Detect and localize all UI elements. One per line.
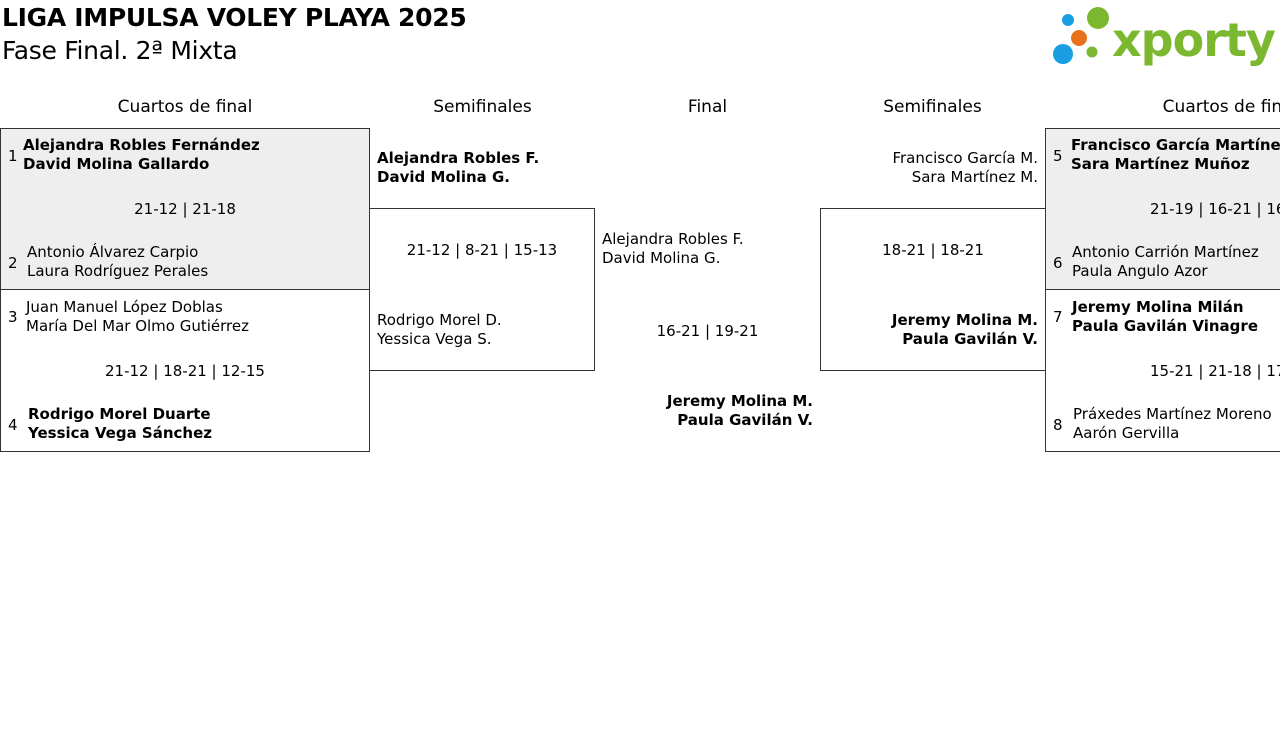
match-score: 21-12 | 8-21 | 15-13 (406, 241, 558, 259)
logo-dot-orange-icon (1071, 30, 1087, 46)
logo-wordmark: xporty (1112, 13, 1276, 67)
match-score: 21-12 | 18-21 | 12-15 (105, 362, 265, 380)
match-score: 21-12 | 21-18 (134, 200, 236, 218)
page-subtitle: Fase Final. 2ª Mixta (2, 36, 238, 65)
logo-dot-blue-small-icon (1062, 14, 1074, 26)
round-header-right-semis: Semifinales (883, 97, 982, 117)
seed-number: 3 (8, 308, 18, 326)
round-header-final: Final (687, 97, 728, 117)
match-semifinal-left[interactable] (369, 208, 595, 371)
logo-dot-green-large-icon (1087, 7, 1109, 29)
seed-number: 2 (8, 254, 18, 272)
team-player: Antonio Álvarez Carpio (27, 243, 199, 261)
page-title: LIGA IMPULSA VOLEY PLAYA 2025 (2, 3, 467, 32)
seed-number: 5 (1053, 147, 1063, 165)
team-player: David Molina G. (602, 249, 721, 267)
team-player: Jeremy Molina M. (891, 311, 1038, 329)
team-player: Práxedes Martínez Moreno (1073, 405, 1272, 423)
round-header-right-quarters: Cuartos de final (1162, 97, 1280, 117)
team-player: Rodrigo Morel Duarte (28, 405, 211, 423)
team-player: Juan Manuel López Doblas (26, 298, 223, 316)
team-player: Antonio Carrión Martínez (1072, 243, 1259, 261)
match-score: 18-21 | 18-21 (882, 241, 984, 259)
team-player: Alejandra Robles F. (377, 149, 540, 167)
match-quarter-1[interactable] (0, 128, 370, 290)
match-quarter-3[interactable] (1045, 128, 1280, 290)
team-player: Yessica Vega S. (377, 330, 492, 348)
team-player: David Molina G. (377, 168, 511, 186)
seed-number: 8 (1053, 416, 1063, 434)
logo-dot-blue-large-icon (1053, 44, 1073, 64)
team-player: Paula Gavilán Vinagre (1072, 317, 1258, 335)
seed-number: 6 (1053, 254, 1063, 272)
seed-number: 7 (1053, 308, 1063, 326)
team-player: Francisco García M. (892, 149, 1038, 167)
team-player: Alejandra Robles Fernández (23, 136, 260, 154)
logo-dot-green-small-icon (1086, 46, 1098, 58)
champion-player: Jeremy Molina M. (666, 392, 813, 410)
team-player: Sara Martínez Muñoz (1071, 155, 1250, 173)
seed-number: 4 (8, 416, 18, 434)
xporty-logo: xporty (1050, 4, 1277, 68)
champion-player: Paula Gavilán V. (677, 411, 813, 429)
team-player: Jeremy Molina Milán (1072, 298, 1244, 316)
team-player: Paula Gavilán V. (902, 330, 1038, 348)
match-score: 21-19 | 16-21 | 16-14 (1150, 200, 1280, 218)
round-header-left-semis: Semifinales (433, 97, 532, 117)
round-header-left-quarters: Cuartos de final (117, 97, 253, 117)
team-player: Yessica Vega Sánchez (28, 424, 213, 442)
team-player: Francisco García Martínez (1071, 136, 1280, 154)
team-player: Alejandra Robles F. (602, 230, 744, 248)
match-score-final: 16-21 | 19-21 (656, 322, 759, 340)
team-player: María Del Mar Olmo Gutiérrez (26, 317, 249, 335)
team-player: David Molina Gallardo (23, 155, 210, 173)
team-player: Paula Angulo Azor (1072, 262, 1208, 280)
team-player: Rodrigo Morel D. (377, 311, 502, 329)
team-player: Laura Rodríguez Perales (27, 262, 209, 280)
match-quarter-4[interactable] (1045, 289, 1280, 452)
seed-number: 1 (8, 147, 18, 165)
team-player: Aarón Gervilla (1073, 424, 1180, 442)
team-player: Sara Martínez M. (911, 168, 1038, 186)
match-score: 15-21 | 21-18 | 17-15 (1150, 362, 1280, 380)
